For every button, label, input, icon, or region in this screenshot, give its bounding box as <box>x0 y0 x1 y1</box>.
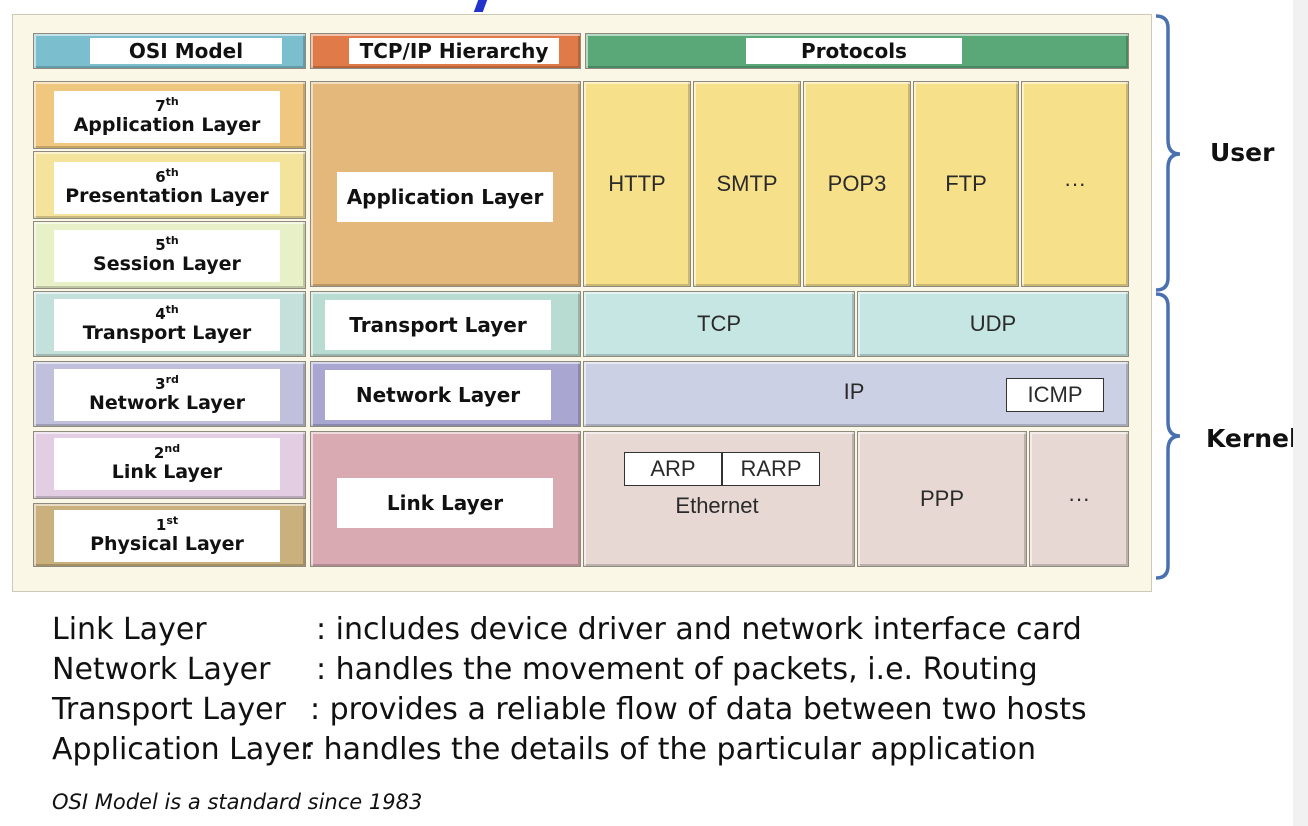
osi-layer-2-label: 2nd Link Layer <box>54 438 280 490</box>
user-kernel-braces <box>1155 14 1181 580</box>
osi-header-cell: OSI Model <box>33 33 306 69</box>
description-def: : includes device driver and network int… <box>316 612 1082 647</box>
tcpip-network-cell: Network Layer <box>310 361 581 427</box>
tcpip-header-cell: TCP/IP Hierarchy <box>310 33 581 69</box>
tcpip-network-label: Network Layer <box>325 370 551 420</box>
osi-layer-3: 3rd Network Layer <box>33 361 306 427</box>
protocol-ethernet: Ethernet <box>675 493 759 518</box>
protocol-link-more: ··· <box>1029 431 1129 567</box>
protocol-udp: UDP <box>857 291 1129 357</box>
description-term: Network Layer <box>52 652 271 687</box>
protocols-header-label: Protocols <box>746 38 962 64</box>
osi-layer-1: 1st Physical Layer <box>33 503 306 567</box>
tcpip-header-label: TCP/IP Hierarchy <box>349 38 559 64</box>
protocols-header-cell: Protocols <box>585 33 1129 69</box>
osi-layer-1-label: 1st Physical Layer <box>54 510 280 562</box>
osi-layer-6: 6th Presentation Layer <box>33 151 306 219</box>
description-term: Transport Layer <box>52 692 286 727</box>
osi-layer-4: 4th Transport Layer <box>33 291 306 357</box>
kernel-label: Kernel <box>1206 424 1298 453</box>
osi-layer-3-label: 3rd Network Layer <box>54 369 280 421</box>
protocol-pop3: POP3 <box>803 81 911 287</box>
osi-layer-6-label: 6th Presentation Layer <box>54 162 280 214</box>
user-label: User <box>1210 138 1275 167</box>
title-stroke-fragment <box>473 0 488 12</box>
osi-standard-note: OSI Model is a standard since 1983 <box>52 790 423 814</box>
osi-layer-5-label: 5th Session Layer <box>54 230 280 282</box>
osi-layer-7-label: 7th Application Layer <box>54 91 280 143</box>
osi-layer-5: 5th Session Layer <box>33 221 306 289</box>
protocol-arp: ARP <box>624 452 722 486</box>
osi-header-label: OSI Model <box>90 38 282 64</box>
tcpip-transport-label: Transport Layer <box>325 300 551 350</box>
protocol-ftp: FTP <box>913 81 1019 287</box>
description-def: : handles the movement of packets, i.e. … <box>316 652 1038 687</box>
protocol-smtp: SMTP <box>693 81 801 287</box>
protocol-app-more: ··· <box>1021 81 1129 287</box>
protocol-ip: IP <box>843 379 865 404</box>
tcpip-application-label: Application Layer <box>337 172 553 222</box>
osi-layer-7: 7th Application Layer <box>33 81 306 149</box>
description-def: : provides a reliable flow of data betwe… <box>310 692 1087 727</box>
protocol-ppp: PPP <box>857 431 1027 567</box>
description-def: : handles the details of the particular … <box>304 732 1036 767</box>
user-brace <box>1155 14 1181 292</box>
protocol-http: HTTP <box>583 81 691 287</box>
tcpip-transport-cell: Transport Layer <box>310 291 581 357</box>
right-edge-strip <box>1293 0 1308 826</box>
protocol-rarp: RARP <box>722 452 820 486</box>
tcpip-link-cell: Link Layer <box>310 431 581 567</box>
protocol-icmp: ICMP <box>1006 378 1104 412</box>
protocol-ip-cell: IP ICMP <box>583 361 1129 427</box>
description-term: Application Layer <box>52 732 313 767</box>
osi-layer-2: 2nd Link Layer <box>33 431 306 499</box>
tcpip-application-cell: Application Layer <box>310 81 581 287</box>
layer-diagram-frame: OSI Model TCP/IP Hierarchy Protocols 7th… <box>12 14 1152 592</box>
tcpip-link-label: Link Layer <box>337 478 553 528</box>
kernel-brace <box>1155 292 1181 580</box>
description-term: Link Layer <box>52 612 207 647</box>
osi-layer-4-label: 4th Transport Layer <box>54 299 280 351</box>
protocol-ethernet-cell: ARP RARP Ethernet <box>583 431 855 567</box>
protocol-tcp: TCP <box>583 291 855 357</box>
